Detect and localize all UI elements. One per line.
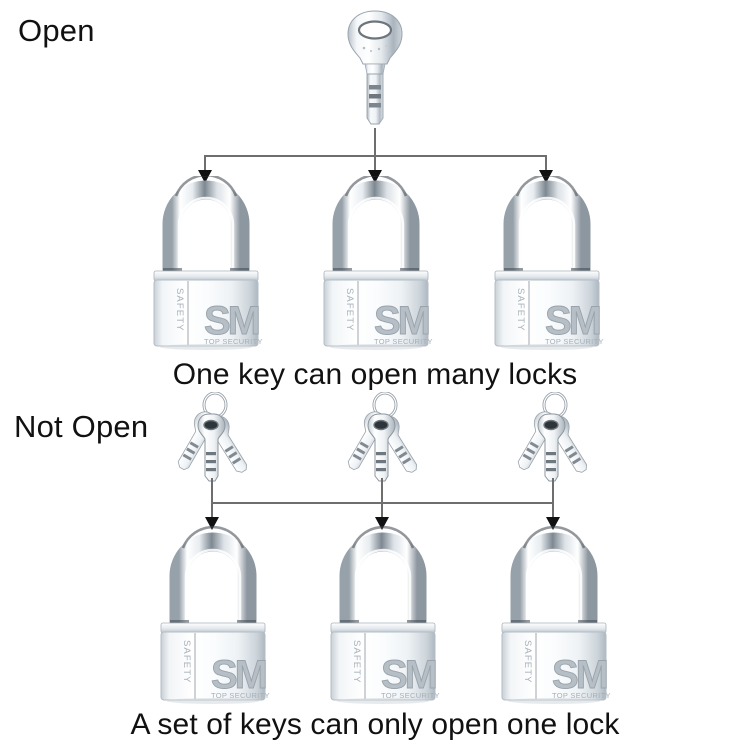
arrow-down-icon — [198, 170, 212, 183]
connector-stem-left-bottom — [211, 478, 213, 503]
padlock-side-text: SAFETY — [344, 288, 355, 332]
arrow-down-icon — [374, 128, 376, 157]
caption-one-key-many-locks: One key can open many locks — [172, 358, 578, 391]
arrow-down-icon — [368, 170, 382, 183]
padlock-brand-text: TOP SECURITY — [545, 337, 604, 346]
connector-drop-mid-top — [374, 155, 376, 171]
padlock-logo-text: SM — [211, 653, 266, 697]
key-icon — [340, 8, 410, 128]
connector-drop-left-bottom — [211, 502, 213, 518]
padlock-logo-text: SM — [545, 299, 600, 343]
padlock-side-text: SAFETY — [522, 640, 533, 684]
padlock-brand-text: TOP SECURITY — [204, 337, 263, 346]
padlock-icon: SAFETY SM TOP SECURITY — [494, 526, 614, 706]
connector-stem-mid-bottom — [381, 478, 383, 503]
connector-drop-right-top — [545, 155, 547, 171]
key-bunch-icon — [338, 392, 433, 487]
connector-drop-right-bottom — [552, 502, 554, 518]
padlock-brand-text: TOP SECURITY — [374, 337, 433, 346]
arrow-down-icon — [539, 170, 553, 183]
padlock-icon: SAFETY SM TOP SECURITY — [323, 526, 443, 706]
padlock-logo-text: SM — [381, 653, 436, 697]
padlock-icon: SAFETY SM TOP SECURITY — [487, 176, 607, 351]
padlock-brand-text: TOP SECURITY — [211, 691, 270, 700]
connector-drop-left-top — [204, 155, 206, 171]
label-open: Open — [18, 13, 95, 48]
padlock-logo-text: SM — [374, 299, 429, 343]
padlock-icon: SAFETY SM TOP SECURITY — [146, 176, 266, 351]
label-not-open: Not Open — [14, 409, 149, 444]
padlock-brand-text: TOP SECURITY — [381, 691, 440, 700]
padlock-side-text: SAFETY — [174, 288, 185, 332]
padlock-brand-text: TOP SECURITY — [552, 691, 611, 700]
padlock-side-text: SAFETY — [515, 288, 526, 332]
padlock-logo-text: SM — [204, 299, 259, 343]
connector-stem-right-bottom — [552, 478, 554, 503]
padlock-icon: SAFETY SM TOP SECURITY — [316, 176, 436, 351]
connector-drop-mid-bottom — [381, 502, 383, 518]
key-bunch-icon — [508, 392, 603, 487]
padlock-side-text: SAFETY — [181, 640, 192, 684]
padlock-logo-text: SM — [552, 653, 607, 697]
padlock-side-text: SAFETY — [351, 640, 362, 684]
caption-set-of-keys-one-lock: A set of keys can only open one lock — [130, 708, 620, 741]
key-bunch-icon — [168, 392, 263, 487]
padlock-icon: SAFETY SM TOP SECURITY — [153, 526, 273, 706]
